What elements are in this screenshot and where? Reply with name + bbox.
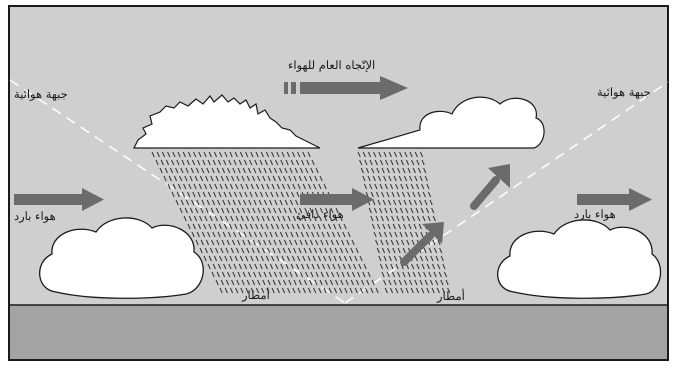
rain-label-right: أمطار (437, 291, 465, 303)
cold-air-label-right: هواء بارد (574, 209, 616, 221)
air-front-label-right: جبهة هوائية (597, 87, 651, 99)
ground (9, 305, 668, 360)
warm-air-label: هواء دافئ (296, 209, 344, 221)
cold-air-label-left: هواء بارد (14, 211, 56, 223)
air-front-label-left: جبهة هوائية (14, 89, 68, 101)
rain-label-left: أمطار (242, 290, 270, 302)
air-direction-label: الإتّجاه العام للهواء (288, 60, 375, 72)
